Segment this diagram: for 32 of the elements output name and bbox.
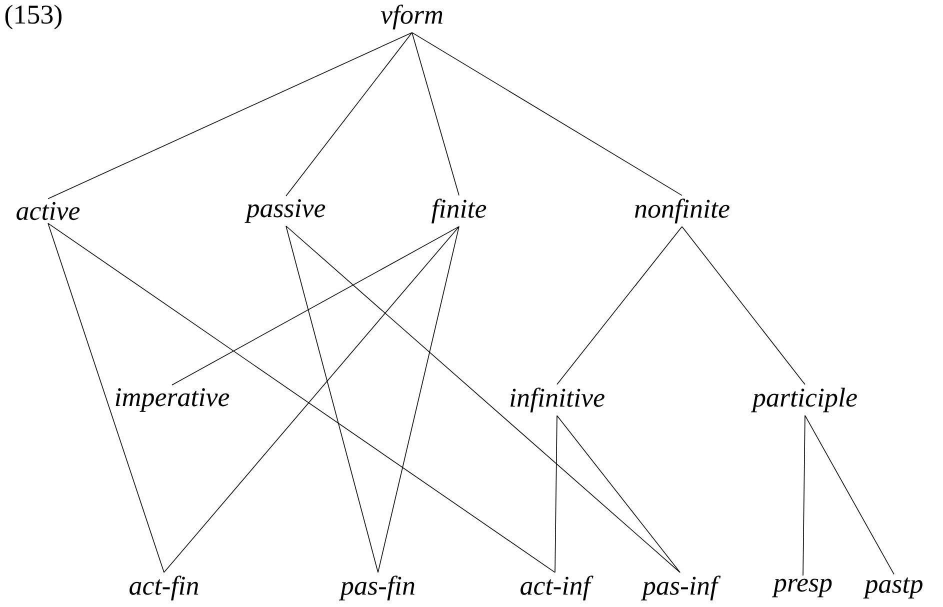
tree-branch <box>172 226 460 386</box>
tree-label: imperative <box>116 388 230 412</box>
tree-label: pastp <box>863 578 922 598</box>
tree-branch <box>286 226 378 573</box>
tree-branch <box>286 32 412 196</box>
tree-label: finite <box>432 198 486 224</box>
tree-branch <box>48 222 556 573</box>
tree-label: active <box>16 202 80 220</box>
tree-branch <box>804 415 894 575</box>
tree-branch <box>412 32 682 196</box>
tree-label: presp <box>772 578 832 598</box>
tree-branch <box>48 32 412 200</box>
tree-branch <box>378 226 460 573</box>
tree-branch <box>682 226 806 385</box>
tree-label: participle <box>750 388 857 412</box>
tree-label: infinitive <box>510 388 604 412</box>
tree-branch <box>412 32 460 196</box>
tree-label: nonfinite <box>634 198 730 224</box>
tree-branch <box>554 415 558 573</box>
tree-label: pas-inf <box>640 576 721 600</box>
example-number: (153) <box>5 4 62 30</box>
tree-label: pas-fin <box>338 576 414 600</box>
tree-label: vform <box>380 4 442 30</box>
tree-branch <box>556 415 680 573</box>
tree-label: act-fin <box>130 576 198 600</box>
tree-label: passive <box>244 199 326 223</box>
tree-branch <box>164 226 460 573</box>
tree-label: act-inf <box>520 576 594 600</box>
tree-branch <box>48 222 164 573</box>
tree-branch <box>556 226 682 385</box>
tree-branch <box>802 415 806 576</box>
tree-branch <box>286 226 680 573</box>
